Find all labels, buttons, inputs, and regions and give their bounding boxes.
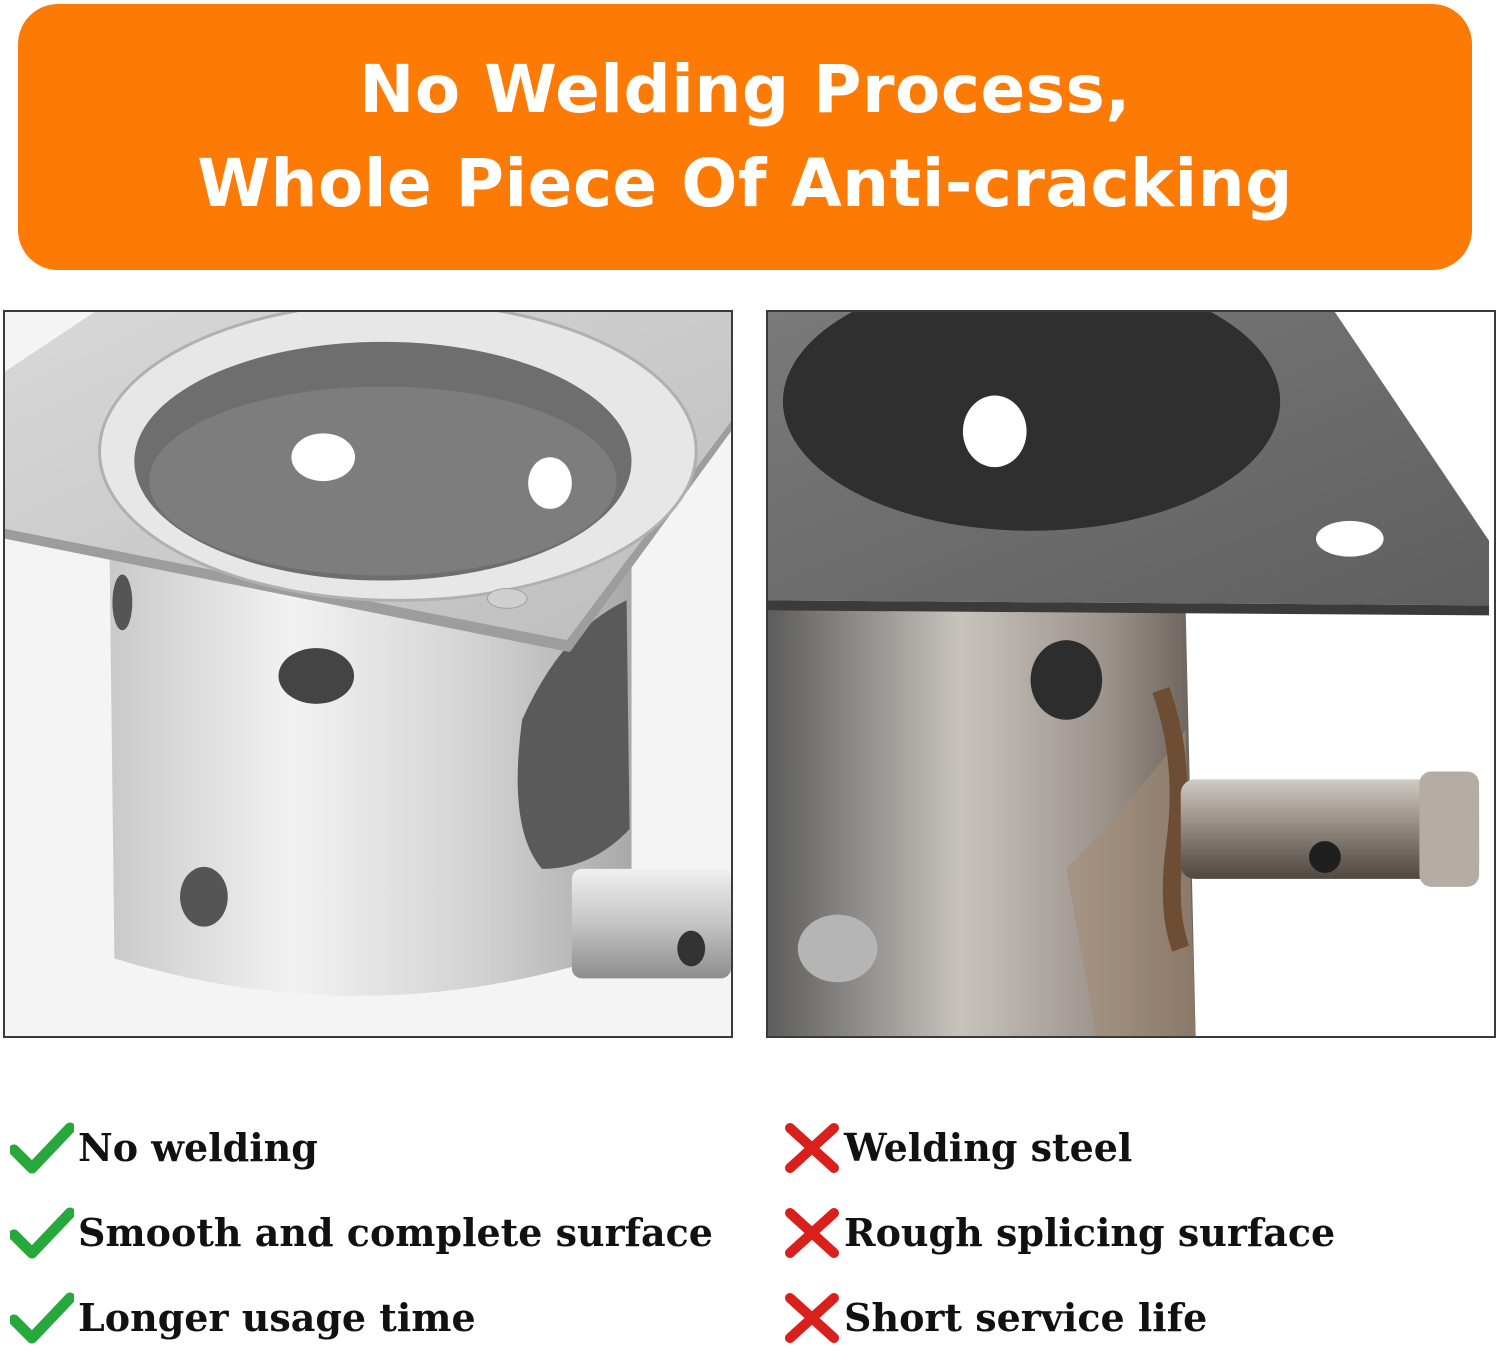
disadvantage-label: Short service life — [844, 1295, 1208, 1340]
headline-line-2: Whole Piece Of Anti-cracking — [197, 145, 1293, 222]
check-icon — [10, 1122, 74, 1173]
list-item: Rough splicing surface — [784, 1190, 1335, 1275]
check-icon — [10, 1292, 74, 1343]
advantages-list: No welding Smooth and complete surface L… — [10, 1105, 713, 1360]
check-icon — [10, 1207, 74, 1258]
list-item: Longer usage time — [10, 1275, 713, 1360]
headline-line-1: No Welding Process, — [359, 51, 1131, 128]
disadvantage-label: Rough splicing surface — [844, 1210, 1336, 1255]
product-photo-welded — [766, 310, 1496, 1038]
list-item: Short service life — [784, 1275, 1335, 1360]
fire-pot-seamless-illustration — [5, 312, 731, 1036]
product-photo-seamless — [3, 310, 733, 1038]
cross-icon — [785, 1207, 839, 1258]
list-item: Welding steel — [784, 1105, 1335, 1190]
advantage-label: No welding — [78, 1125, 318, 1170]
list-item: Smooth and complete surface — [10, 1190, 713, 1275]
advantage-label: Smooth and complete surface — [78, 1210, 713, 1255]
advantage-label: Longer usage time — [78, 1295, 476, 1340]
headline-banner: No Welding Process, Whole Piece Of Anti-… — [18, 4, 1472, 270]
fire-pot-welded-illustration — [768, 312, 1494, 1036]
list-item: No welding — [10, 1105, 713, 1190]
cross-icon — [785, 1292, 839, 1343]
disadvantage-label: Welding steel — [844, 1125, 1133, 1170]
cross-icon — [785, 1122, 839, 1173]
disadvantages-list: Welding steel Rough splicing surface Sho… — [784, 1105, 1335, 1360]
